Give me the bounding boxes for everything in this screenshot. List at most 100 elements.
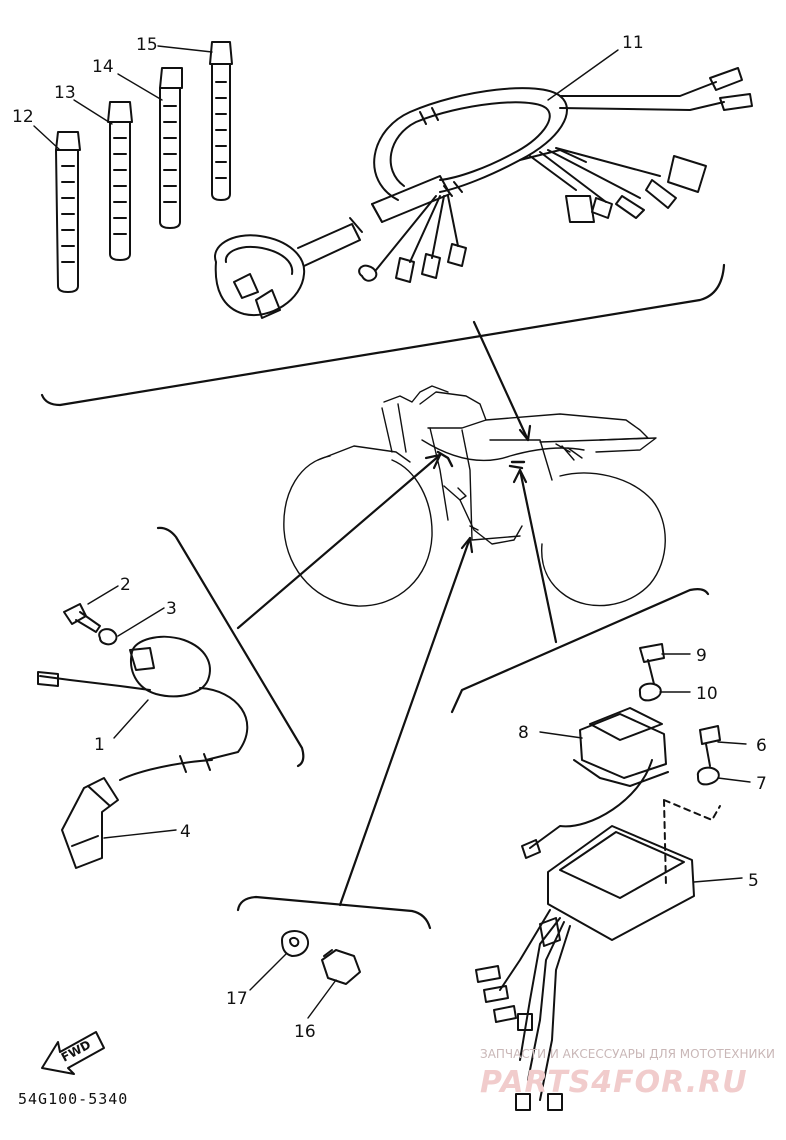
callout-3: 3 [166,599,177,619]
harness-loop [373,87,568,201]
harness-connector-g [447,243,467,267]
ignition-coil-hv-lead-break [179,753,211,773]
callout-numbers: 1 2 3 4 5 6 7 8 9 10 11 12 13 14 15 16 1… [12,33,767,1042]
callout-12: 12 [12,107,34,127]
rectifier-8 [579,713,667,779]
front-fork [381,403,407,453]
left-section-divider [156,526,305,768]
callout-5: 5 [748,871,759,891]
pointer-arrowhead-coil [424,453,442,470]
rear-wheel [541,472,666,607]
top-section-divider [40,263,726,407]
washer-7 [696,766,720,786]
rear-fender [595,437,657,453]
bottom-section-divider [236,895,432,930]
callout-15: 15 [136,35,158,55]
main-switch-rim [224,246,294,275]
callout-1: 1 [94,735,105,755]
ignition-coil-tab [129,647,155,671]
leader-13 [73,99,113,125]
cable-band-15 [209,41,233,201]
callout-8: 8 [518,723,529,743]
harness-coupler [667,155,707,193]
seat [485,413,649,443]
main-switch-pins [233,273,281,319]
harness-tail-end-a [709,67,743,91]
engine-detail [457,487,479,531]
harness-connector-e [395,257,415,283]
leader-5 [693,877,743,883]
ignition-coil-leadwire [39,675,151,691]
harness-connector-c [615,195,645,219]
cdi-group [475,643,721,1111]
leader-2 [87,585,119,605]
cdi-connectors [475,965,563,1111]
callout-2: 2 [120,575,131,595]
right-section-divider [450,588,710,714]
callout-11: 11 [622,33,644,53]
leader-17 [249,953,287,991]
pointer-cdi [518,468,558,644]
cable-bands [55,41,233,293]
spark-plug-cap-4 [61,777,119,869]
callout-9: 9 [696,646,707,666]
callout-6: 6 [756,736,767,756]
bolt-9 [639,643,665,685]
cdi-unit-5 [547,825,695,941]
cdi-unit-5-top [559,831,685,899]
leader-14 [117,73,163,101]
motorcycle-silhouette [283,385,666,607]
harness-taping [419,107,463,197]
fuel-tank [419,391,487,429]
gasket-17-hole [289,936,300,948]
callout-13: 13 [54,83,76,103]
rectifier-8-top [589,707,663,741]
harness-loop-inner [389,101,551,187]
coil-location [436,450,454,468]
pointer-harness [472,320,530,442]
harness-tail-end-b [719,93,753,111]
main-switch-body [214,234,306,317]
leader-6 [717,741,747,745]
leader-4 [103,829,177,839]
harness-tail [559,81,725,111]
bolt-6 [699,725,721,767]
cdi-dashed-guide [663,799,721,887]
cable-band-13 [107,101,133,261]
rectifier-lead-end [521,839,541,859]
harness-branch-right [519,147,661,203]
ignition-coil-terminal [37,671,59,687]
harness-ring-terminal [358,264,378,282]
harness-connector-f [421,253,441,279]
drain-bolt-group [281,930,361,985]
harness-connector-a [565,195,595,223]
cable-band-12 [55,131,81,293]
leader-8 [539,731,583,739]
leader-3 [117,607,165,637]
leader-12 [33,125,61,151]
cdi-location [508,460,526,470]
rectifier-lead [529,759,653,849]
front-fender [317,445,411,463]
gasket-17 [281,930,310,957]
callout-17: 17 [226,989,248,1009]
callout-14: 14 [92,57,114,77]
harness-sleeve-break [349,217,363,233]
callout-4: 4 [180,822,191,842]
callout-7: 7 [756,774,767,794]
callout-10: 10 [696,684,718,704]
leader-1 [113,699,149,739]
engine-case [443,485,523,545]
pointer-coil [236,453,442,630]
pointer-bolt [338,536,472,907]
wires-in-frame [555,443,583,461]
leader-lines [33,45,751,1019]
spark-plug-cap-detail [71,785,111,847]
callout-16: 16 [294,1022,316,1042]
cdi-wire-sleeve [539,917,561,947]
ignition-coil-hv-lead [119,687,249,781]
harness-connector-d [645,179,677,209]
front-wheel [283,455,433,607]
washer-10 [638,682,662,702]
